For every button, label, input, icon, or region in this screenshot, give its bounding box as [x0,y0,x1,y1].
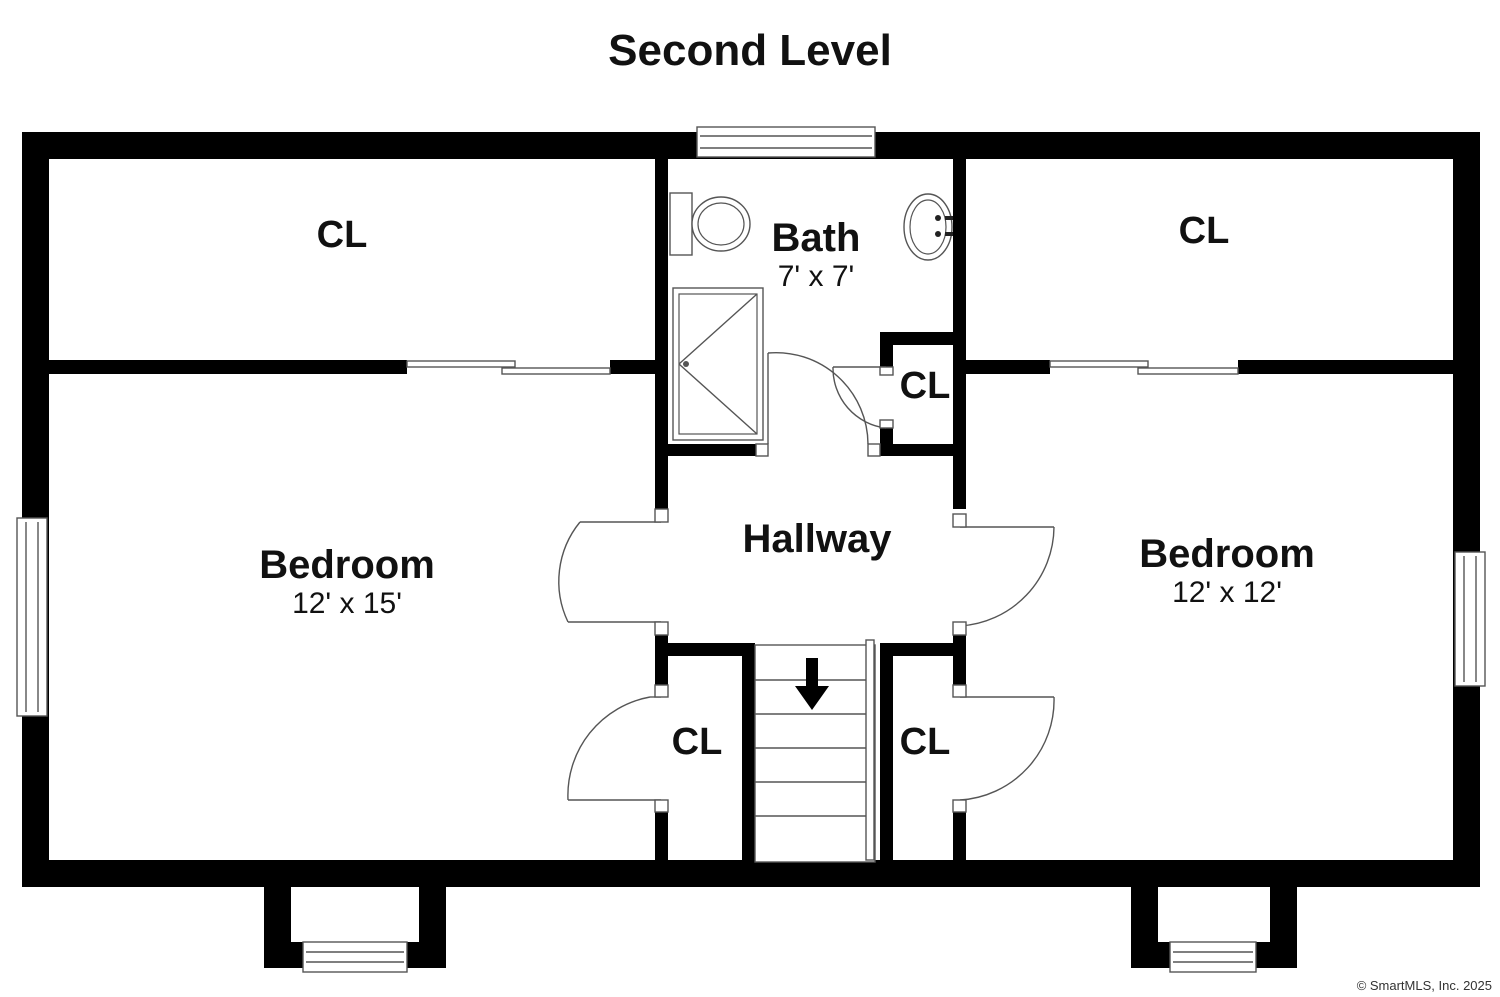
staircase [754,639,876,863]
room-label-cl-bath: CL [900,365,951,407]
interior-walls [49,159,1453,860]
sliding-doors [406,360,1239,375]
exterior-walls [22,132,1480,968]
room-dims-bath: 7' x 7' [778,260,855,293]
copyright-text: © SmartMLS, Inc. 2025 [1357,978,1492,993]
arrow-down-icon [795,658,829,710]
room-label-bedroom-right: Bedroom [1139,532,1315,576]
room-label-cl-bottom-left: CL [672,721,723,763]
room-label-cl-bottom-right: CL [900,721,951,763]
room-dims-bedroom-right: 12' x 12' [1172,576,1282,609]
windows [16,126,1486,973]
sink-icon [903,193,953,261]
swing-doors [558,351,1055,813]
room-label-bath: Bath [772,216,861,260]
room-label-cl-top-left: CL [317,214,368,256]
room-label-cl-top-right: CL [1179,210,1230,252]
room-label-hallway: Hallway [743,517,893,561]
page-title: Second Level [608,26,892,75]
bath-fixtures [669,192,953,441]
shower-icon [672,287,764,441]
room-label-bedroom-left: Bedroom [259,543,435,587]
toilet-icon [669,192,751,256]
room-dims-bedroom-left: 12' x 15' [292,587,402,620]
